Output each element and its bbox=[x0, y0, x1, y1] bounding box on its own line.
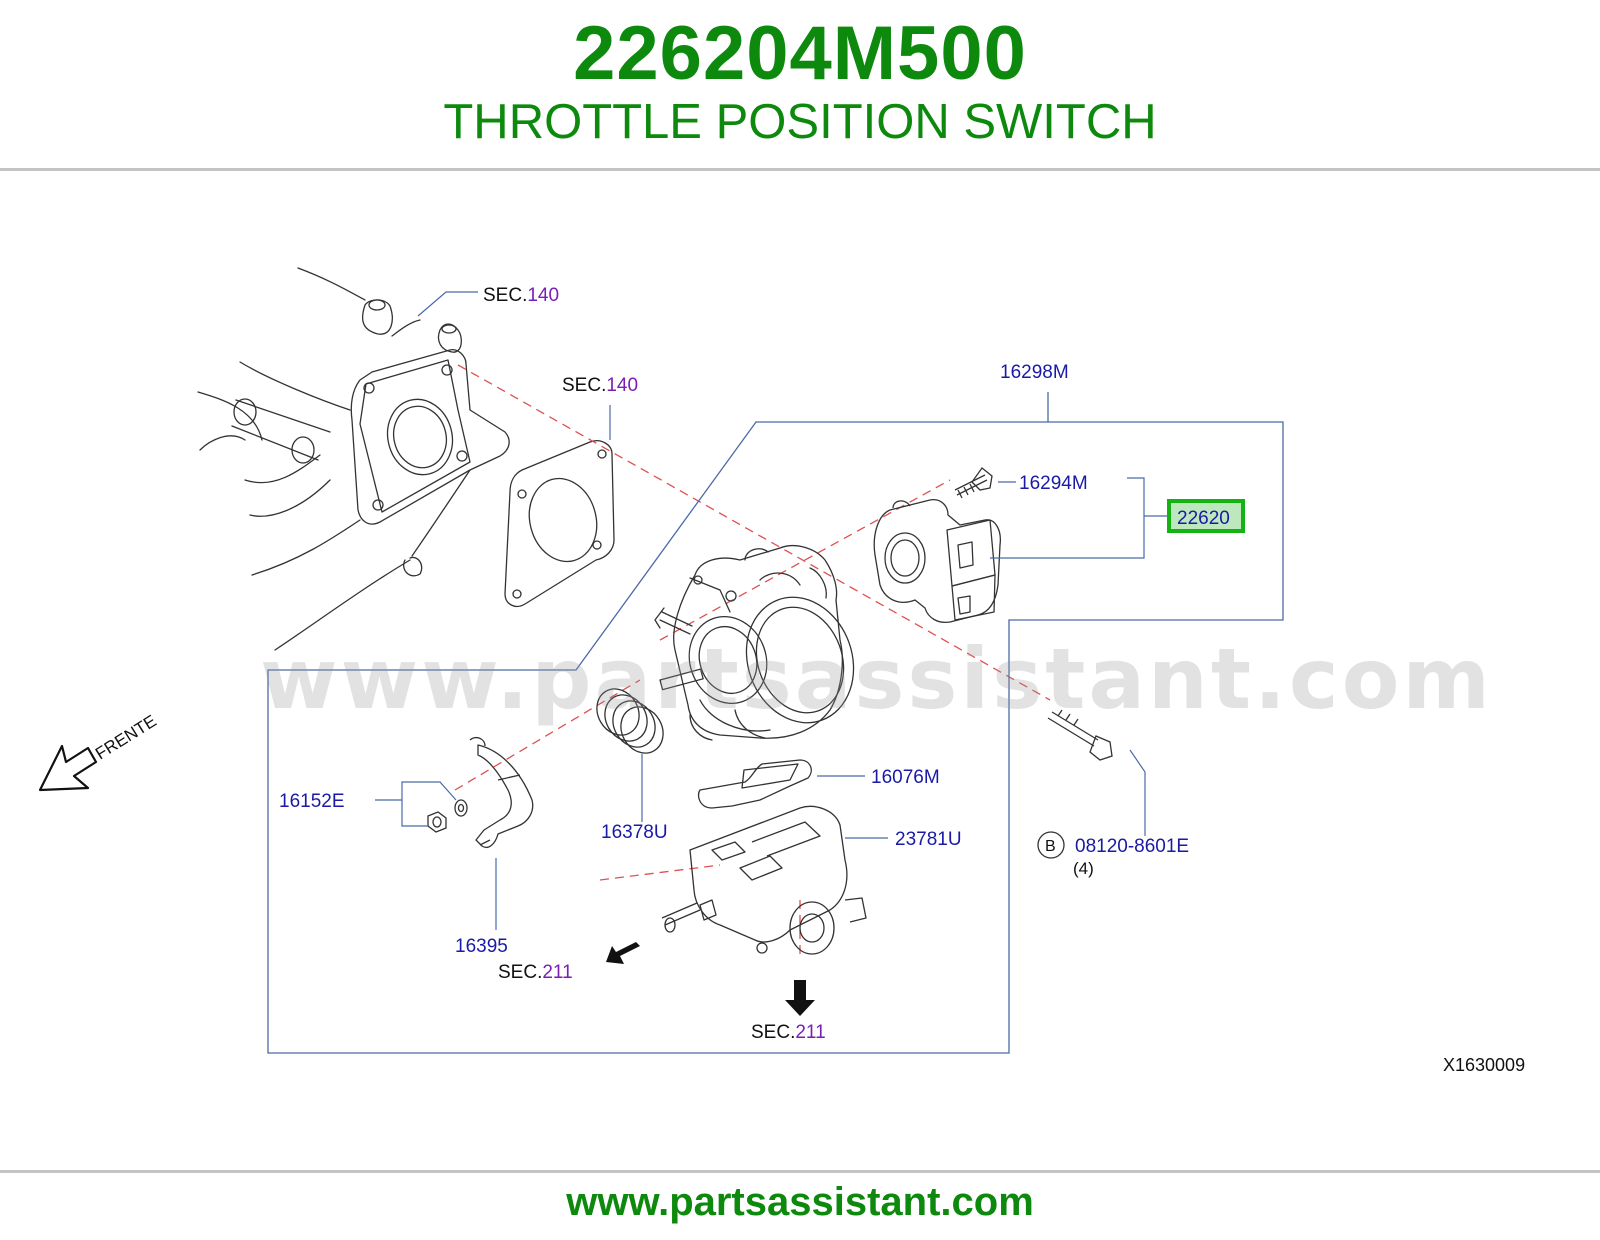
callout-leader-lines bbox=[375, 291, 1168, 930]
bolt-08120-drawing bbox=[1047, 709, 1113, 761]
frente-arrow-icon bbox=[38, 744, 98, 792]
part-description: THROTTLE POSITION SWITCH bbox=[443, 95, 1157, 149]
callout-quantity: (4) bbox=[1073, 859, 1094, 878]
callout-16076M[interactable]: 16076M bbox=[871, 767, 940, 788]
spring-16378U-drawing bbox=[596, 688, 664, 754]
arrow-sec211-down bbox=[785, 980, 815, 1016]
callout-marker-b: B bbox=[1045, 838, 1056, 855]
callout-16395[interactable]: 16395 bbox=[455, 936, 508, 957]
header-divider bbox=[0, 168, 1600, 171]
gasket-16076M-drawing bbox=[697, 759, 812, 809]
callout-16378U[interactable]: 16378U bbox=[601, 822, 668, 843]
intake-manifold-drawing bbox=[197, 267, 510, 651]
diagram-code: X1630009 bbox=[1443, 1055, 1525, 1075]
footer-url-link[interactable]: www.partsassistant.com bbox=[566, 1180, 1034, 1224]
part-number-title: 226204M500 bbox=[573, 11, 1027, 96]
footer-divider bbox=[0, 1170, 1600, 1173]
callout-23781U[interactable]: 23781U bbox=[895, 829, 962, 850]
screw-16294M-drawing bbox=[954, 467, 993, 499]
frente-label: FRENTE bbox=[92, 711, 160, 763]
callout-16152E[interactable]: 16152E bbox=[279, 791, 345, 812]
sec-ref-211-left[interactable]: SEC.211 bbox=[498, 962, 573, 983]
throttle-body-drawing bbox=[654, 545, 855, 741]
throttle-position-switch-drawing bbox=[873, 499, 1001, 624]
manifold-gasket bbox=[504, 440, 615, 608]
lever-16395-drawing bbox=[469, 736, 534, 849]
arrow-sec211-left bbox=[606, 942, 640, 964]
sec-ref-211-bottom[interactable]: SEC.211 bbox=[751, 1022, 826, 1043]
sec-ref-140-top[interactable]: SEC.140 bbox=[483, 285, 559, 306]
iac-valve-23781U-drawing bbox=[661, 805, 867, 955]
highlight-box-22620 bbox=[1167, 499, 1245, 533]
callout-16298M[interactable]: 16298M bbox=[1000, 362, 1069, 383]
circled-b-marker bbox=[1037, 831, 1065, 859]
sec-ref-140-gasket[interactable]: SEC.140 bbox=[562, 375, 638, 396]
header: 226204M500 THROTTLE POSITION SWITCH bbox=[0, 0, 1600, 168]
callout-16294M[interactable]: 16294M bbox=[1019, 473, 1088, 494]
assembly-group-bracket-16298M bbox=[267, 392, 1284, 1054]
washer-nut-16152E-drawing bbox=[427, 799, 468, 833]
callout-22620[interactable]: 22620 bbox=[1177, 508, 1230, 529]
callout-08120-8601E[interactable]: 08120-8601E bbox=[1075, 836, 1189, 857]
watermark: www.partsassistant.com bbox=[260, 630, 1493, 728]
